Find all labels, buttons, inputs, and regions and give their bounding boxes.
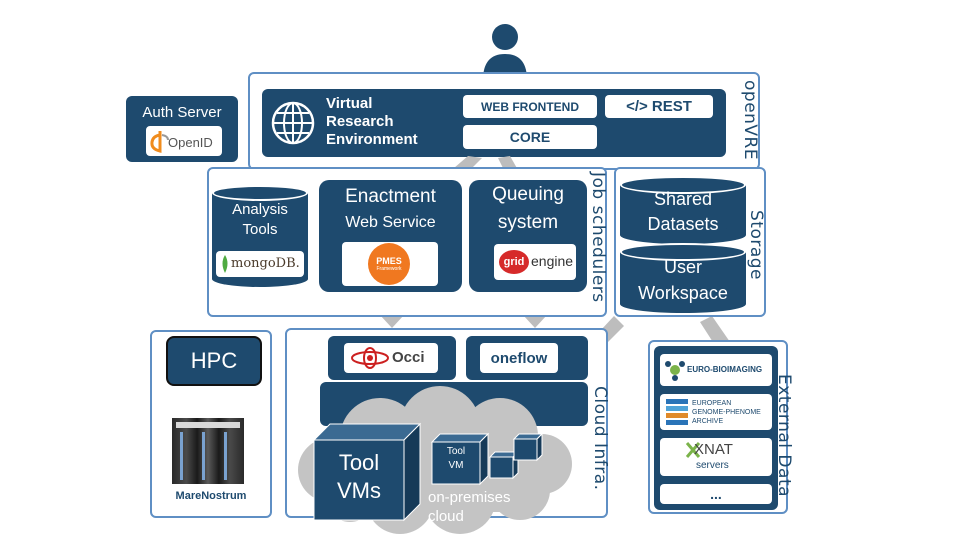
pmes-text: PMES	[376, 256, 402, 266]
tiny-vm-cube-1	[488, 450, 520, 480]
vre-title-line2: Research	[326, 113, 394, 130]
onprem-line1: on-premises	[428, 489, 511, 506]
tool-vm-small-line1: Tool	[446, 446, 466, 457]
occi-logo: Occi	[344, 343, 438, 373]
hpc-box: HPC	[166, 336, 262, 386]
onprem-line2: cloud	[428, 508, 464, 525]
euro-bioimaging-icon	[665, 361, 685, 381]
enactment-line1: Enactment	[345, 186, 436, 207]
euro-bioimaging-text: EURO-BIOIMAGING	[687, 365, 763, 374]
globe-icon	[271, 101, 315, 145]
storage-side-label: Storage	[746, 210, 766, 281]
shared-line2: Datasets	[647, 214, 719, 234]
tiny-vm-cube-2	[512, 432, 544, 462]
shared-datasets-cylinder: Shared Datasets	[620, 176, 746, 244]
vre-title-line3: Environment	[326, 131, 418, 148]
oneflow-logo: oneflow	[480, 343, 558, 373]
openid-text: OpenID	[168, 135, 213, 150]
pmes-subtext: Framework	[376, 266, 402, 272]
ega-line2: GENOME-PHENOME	[692, 409, 761, 416]
ega-line3: ARCHIVE	[692, 418, 724, 425]
queuing-line2: system	[497, 212, 559, 233]
ega-line1: EUROPEAN	[692, 400, 732, 407]
user-line1: User	[663, 257, 702, 277]
occi-panel: Occi	[328, 336, 456, 380]
queuing-line1: Queuing	[492, 184, 564, 205]
auth-server-title: Auth Server	[142, 104, 222, 121]
xnat-text: XNAT	[694, 441, 733, 458]
vre-panel: Virtual Research Environment WEB FRONTEN…	[262, 89, 726, 157]
more-sources-box: ...	[660, 484, 772, 504]
xnat-x-icon	[685, 442, 701, 458]
tool-vms-cube	[312, 422, 422, 522]
user-workspace-cylinder: User Workspace	[620, 243, 746, 313]
shared-line1: Shared	[653, 189, 713, 209]
ega-stack-icon	[666, 399, 688, 425]
openid-icon	[150, 131, 169, 153]
enactment-line2: Web Service	[345, 214, 436, 231]
external-data-side-label: External Data	[774, 374, 794, 498]
pmes-logo: PMES Framework	[342, 242, 438, 286]
marenostrum-photo	[172, 418, 244, 484]
cloud-infra-side-label: Cloud Infra.	[590, 386, 610, 491]
oneflow-panel: oneflow	[466, 336, 588, 380]
analysis-tools-cylinder: Analysis Tools mongoDB.	[212, 185, 308, 287]
grid-engine-logo: grid engine	[494, 244, 576, 280]
marenostrum-caption: MareNostrum	[175, 490, 247, 502]
occi-flower-icon	[351, 347, 389, 369]
job-schedulers-side-label: Job schedulers	[588, 172, 608, 303]
enactment-web-service-box: Enactment Web Service PMES Framework	[319, 180, 462, 292]
mongodb-text: mongoDB.	[231, 256, 300, 271]
tool-vms-line2: VMs	[337, 478, 381, 503]
mongodb-logo: mongoDB.	[216, 251, 304, 277]
analysis-tools-line2: Tools	[242, 221, 278, 238]
openvre-side-label: openVRE	[740, 80, 760, 161]
auth-server-box: Auth Server OpenID	[126, 96, 238, 162]
engine-logo-text: engine	[531, 253, 574, 269]
occi-text: Occi	[392, 349, 425, 366]
vre-title-line1: Virtual	[326, 95, 373, 112]
xnat-logo: XNAT servers	[660, 438, 772, 476]
tool-vms-line1: Tool	[338, 450, 380, 475]
openid-logo: OpenID	[146, 126, 222, 156]
core-box: CORE	[463, 125, 597, 149]
web-frontend-box: WEB FRONTEND	[463, 95, 597, 118]
rest-box: </> REST	[605, 95, 713, 118]
queuing-system-box: Queuing system grid engine	[469, 180, 587, 292]
pmes-badge: PMES Framework	[368, 243, 410, 285]
euro-bioimaging-logo: EURO-BIOIMAGING	[660, 354, 772, 386]
mongodb-leaf-icon	[222, 255, 228, 273]
analysis-tools-line1: Analysis	[232, 201, 288, 218]
xnat-servers-text: servers	[696, 460, 729, 471]
user-line2: Workspace	[638, 283, 728, 303]
tool-vm-small-cube	[430, 432, 490, 486]
grid-logo-text: grid	[499, 250, 529, 274]
ega-logo: EUROPEAN GENOME-PHENOME ARCHIVE	[660, 394, 772, 430]
tool-vm-small-line2: VM	[448, 460, 464, 471]
